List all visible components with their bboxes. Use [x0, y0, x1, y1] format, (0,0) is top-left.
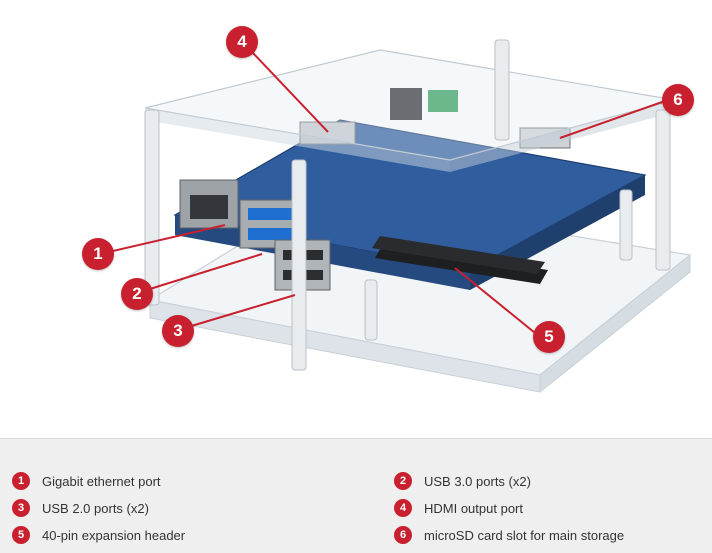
legend: 1 Gigabit ethernet port 2 USB 3.0 ports …	[0, 438, 712, 553]
legend-label: HDMI output port	[424, 500, 523, 516]
product-illustration: 1 2 3 4 5 6	[82, 26, 694, 394]
legend-label: USB 2.0 ports (x2)	[42, 500, 149, 516]
case-standoffs	[144, 39, 671, 371]
legend-number: 4	[394, 499, 412, 517]
case-top-plate	[144, 49, 676, 161]
legend-item: 4 HDMI output port	[394, 499, 523, 517]
legend-label: 40-pin expansion header	[42, 527, 186, 543]
legend-label: microSD card slot for main storage	[424, 527, 625, 543]
legend-number: 2	[394, 472, 412, 490]
legend-item: 1 Gigabit ethernet port	[12, 472, 161, 490]
marker-gpio: 5	[533, 321, 565, 353]
legend-item: 3 USB 2.0 ports (x2)	[12, 499, 149, 517]
callout-lines	[99, 51, 666, 338]
marker-ethernet: 1	[82, 238, 114, 270]
gpio-header-shape	[372, 236, 548, 284]
legend-number: 6	[394, 526, 412, 544]
legend-label: Gigabit ethernet port	[42, 473, 161, 489]
legend-item: 5 40-pin expansion header	[12, 526, 185, 544]
legend-number: 1	[12, 472, 30, 490]
marker-microsd: 6	[662, 84, 694, 116]
legend-label: USB 3.0 ports (x2)	[424, 473, 531, 489]
legend-number: 5	[12, 526, 30, 544]
marker-usb2: 3	[162, 315, 194, 347]
case-base-side	[539, 253, 691, 394]
marker-usb3: 2	[121, 278, 153, 310]
legend-number: 3	[12, 499, 30, 517]
legend-item: 2 USB 3.0 ports (x2)	[394, 472, 531, 490]
legend-item: 6 microSD card slot for main storage	[394, 526, 624, 544]
board-in-case-drawing	[99, 39, 692, 394]
marker-hdmi: 4	[226, 26, 258, 58]
